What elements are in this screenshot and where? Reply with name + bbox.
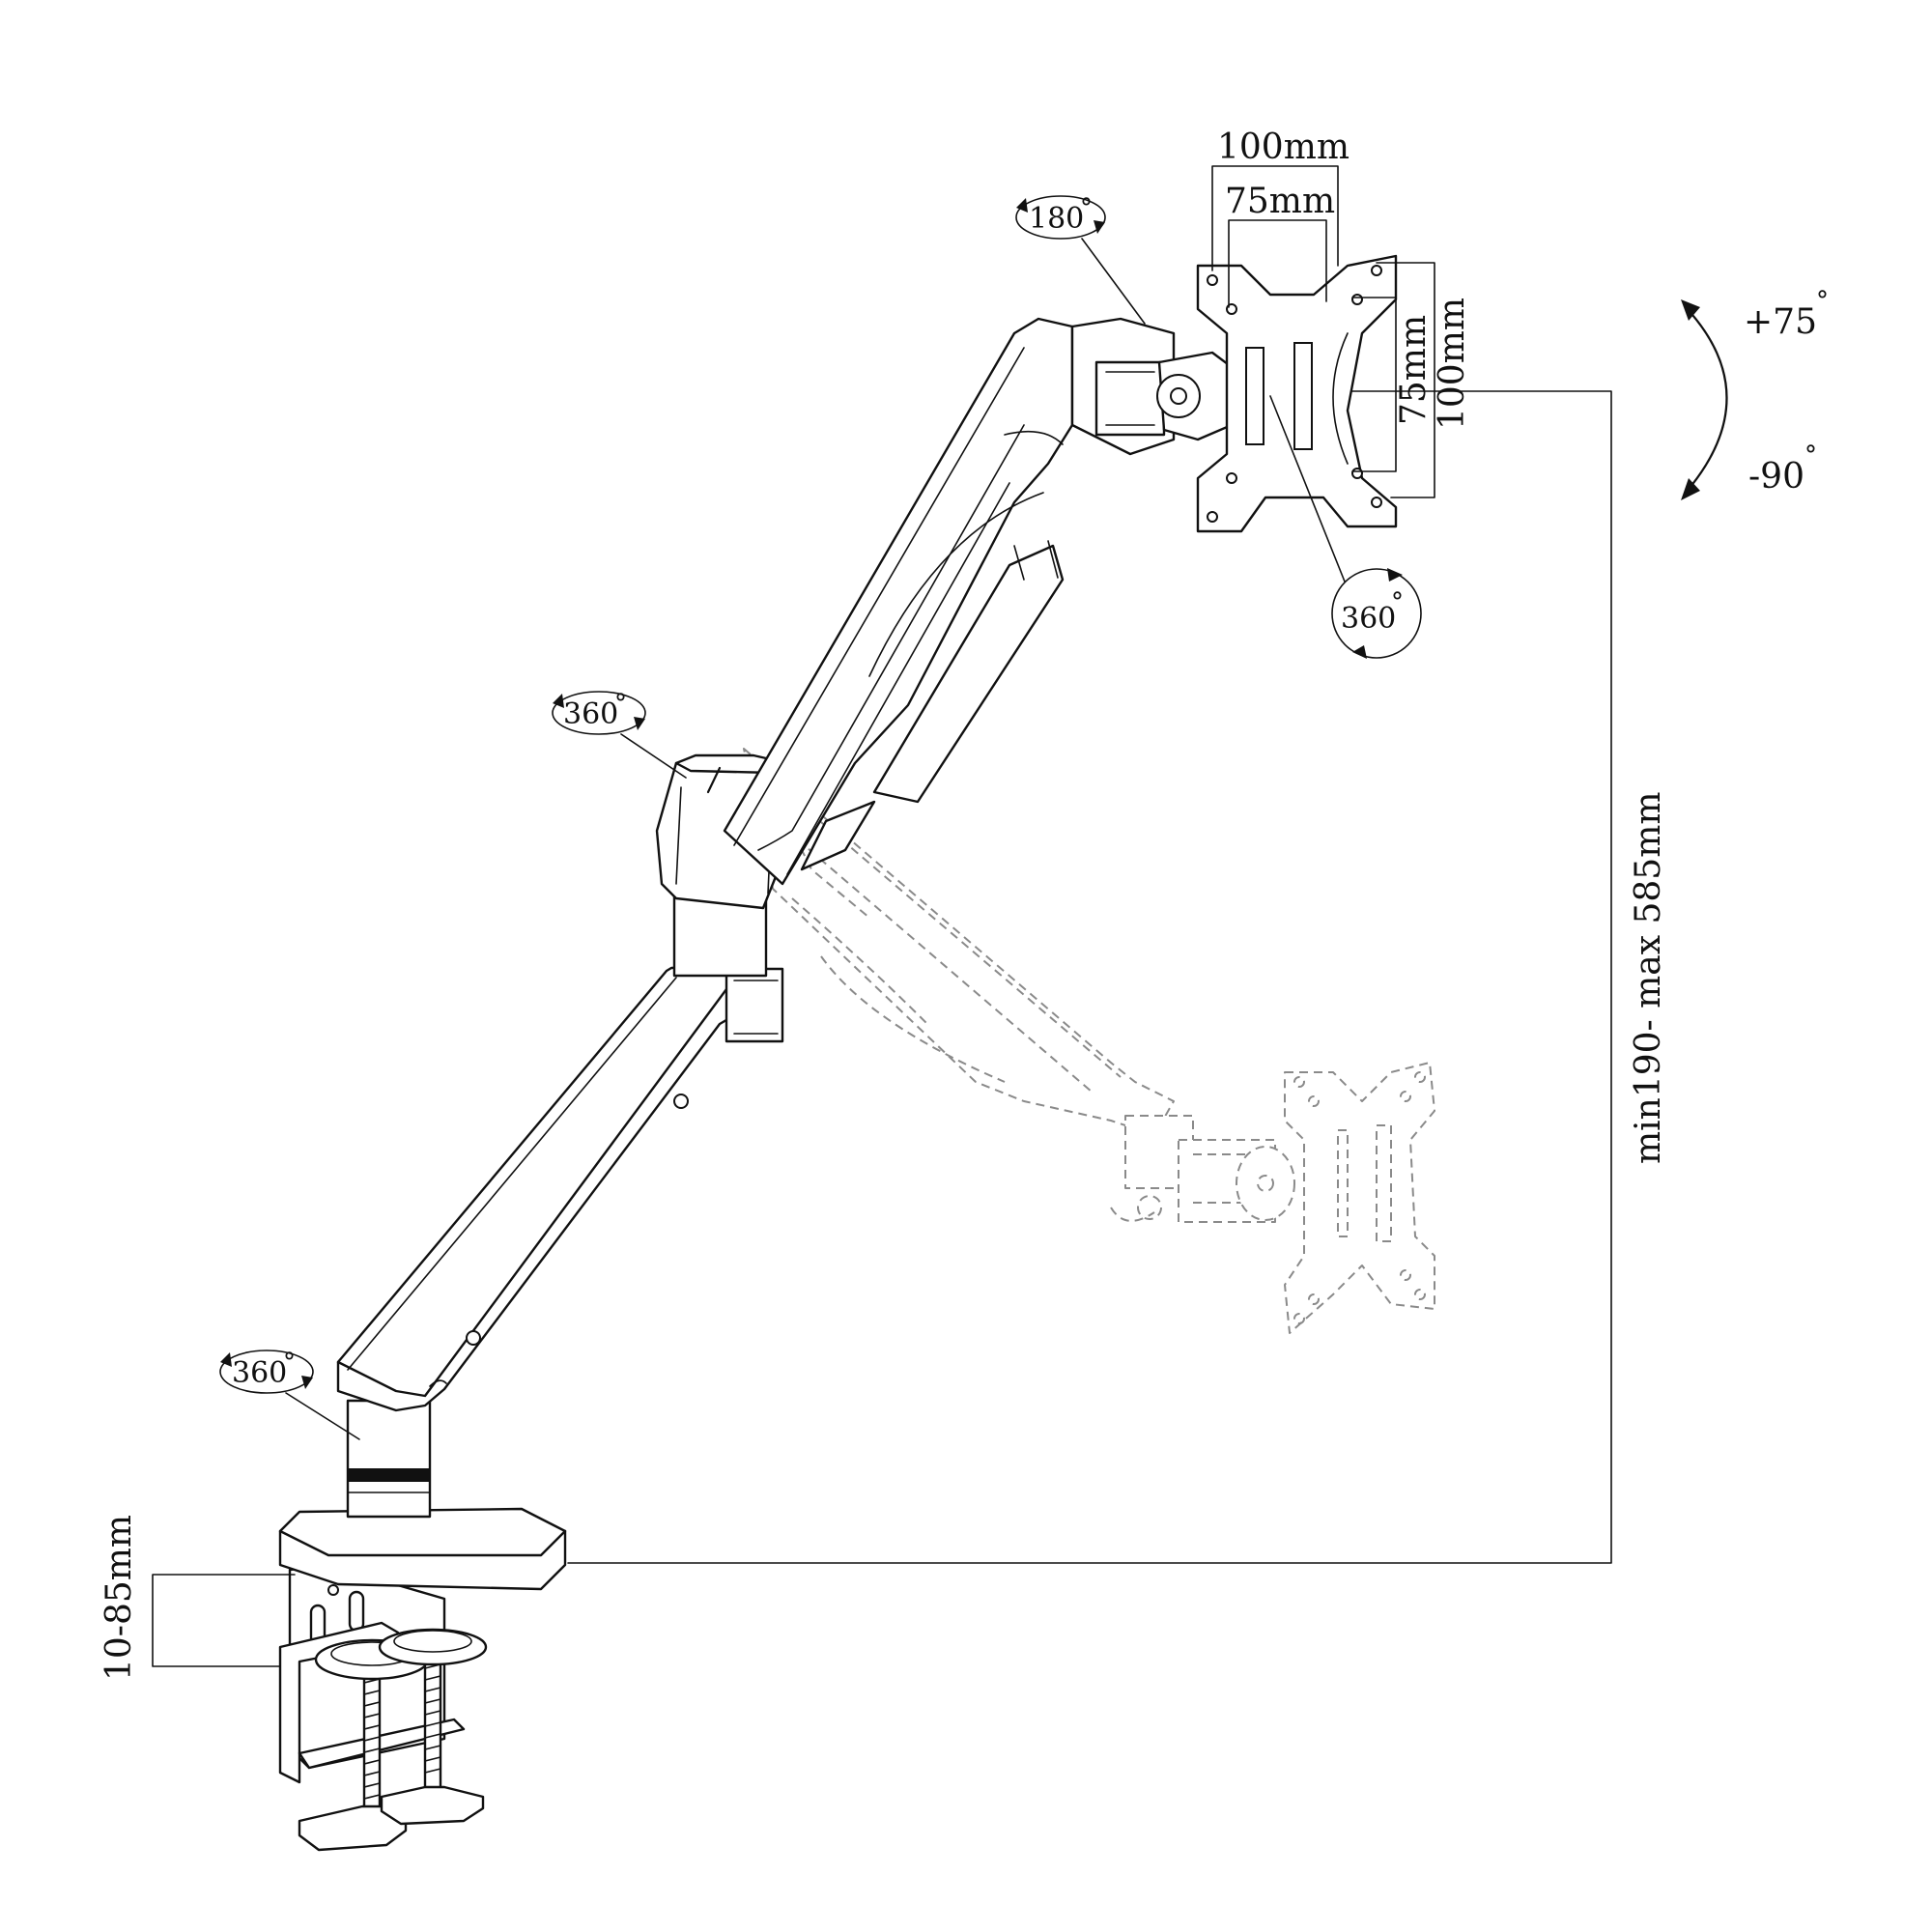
vesa-top-inner-label: 75mm	[1225, 182, 1335, 221]
elbow-swivel-degree: °	[614, 690, 627, 719]
elbow-swivel-badge: 360 °	[552, 690, 687, 779]
tilt-down-degree: °	[1804, 441, 1817, 470]
clamp-screw-right	[378, 1628, 488, 1826]
ghost-arm-lowered-position	[733, 748, 1435, 1334]
head-swivel-label: 180	[1029, 202, 1084, 236]
desk-clamp: 10-85mm	[99, 1507, 567, 1852]
tilt-indicator: +75 ° -90 °	[1681, 287, 1829, 500]
elbow-swivel-label: 360	[563, 697, 618, 731]
vesa-side-inner-label: 75mm	[1394, 315, 1434, 425]
height-range-label: min190- max 585mm	[1629, 792, 1668, 1165]
plate-rotation-badge: 360 °	[1269, 395, 1422, 659]
head-swivel-degree: °	[1080, 194, 1093, 223]
clamp-screw-left	[298, 1638, 430, 1852]
tilt-up-degree: °	[1816, 287, 1829, 316]
plate-rotation-label: 360	[1341, 602, 1396, 636]
clamp-range-label: 10-85mm	[99, 1515, 139, 1681]
base-post	[346, 1399, 432, 1519]
lower-arm	[336, 959, 784, 1412]
vesa-dimensions: 100mm 75mm 75mm 100mm	[1211, 128, 1472, 498]
vesa-side-outer-label: 100mm	[1433, 298, 1472, 430]
tilt-up-label: +75	[1744, 302, 1817, 342]
tilt-down-label: -90	[1748, 457, 1804, 497]
upper-arm	[723, 317, 1074, 886]
tilt-head	[1070, 317, 1251, 456]
vesa-top-outer-label: 100mm	[1217, 128, 1350, 167]
head-swivel-badge: 180 °	[1015, 194, 1146, 325]
height-dimension: min190- max 585mm	[567, 390, 1668, 1564]
base-swivel-label: 360	[232, 1356, 287, 1390]
plate-rotation-degree: °	[1391, 588, 1404, 617]
base-swivel-badge: 360 °	[219, 1349, 360, 1440]
base-swivel-degree: °	[283, 1349, 296, 1378]
vesa-plate	[1196, 254, 1398, 533]
